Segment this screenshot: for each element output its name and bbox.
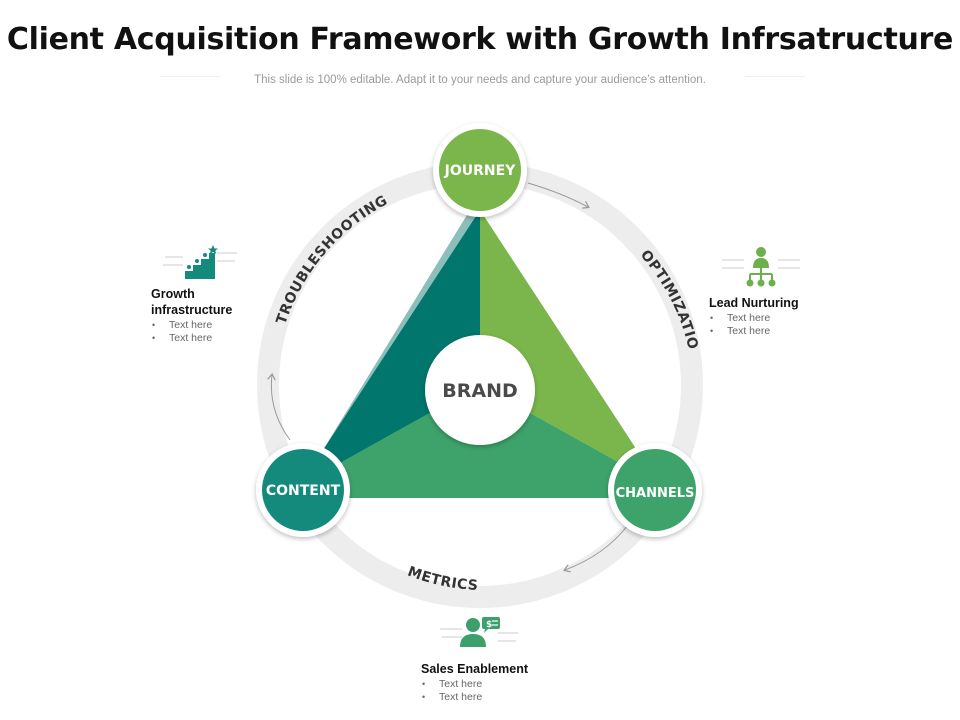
card-lead-nurturing: Lead Nurturing Text here Text here: [709, 295, 799, 338]
list-item: Text here: [709, 312, 799, 325]
list-item: Text here: [151, 332, 232, 345]
arrow-content-to-journey: [271, 375, 291, 441]
page-subtitle: This slide is 100% editable. Adapt it to…: [254, 74, 706, 86]
card-lead-list: Text here Text here: [709, 312, 799, 338]
card-sales-list: Text here Text here: [421, 678, 528, 704]
arrow-channels-to-content: [565, 524, 629, 570]
brand-circle: [425, 335, 535, 445]
arc-label-optimization: OPTIMIZATION: [0, 0, 701, 351]
node-content: CONTENT: [256, 443, 350, 537]
card-lead-title: Lead Nurturing: [709, 296, 799, 310]
node-content-label: CONTENT: [266, 483, 341, 499]
card-growth-list: Text here Text here: [151, 319, 232, 345]
salesperson-dollar-icon: $: [440, 617, 518, 647]
arc-label-troubleshooting: TROUBLESHOOTING: [274, 193, 391, 327]
subtitle-rules: [0, 76, 960, 90]
svg-text:$: $: [486, 620, 492, 630]
node-journey: JOURNEY: [433, 123, 527, 217]
list-item: Text here: [421, 678, 528, 691]
list-item: Text here: [709, 325, 799, 338]
card-sales-enablement: Sales Enablement Text here Text here: [421, 661, 528, 704]
growth-stairs-icon: [163, 245, 237, 279]
list-item: Text here: [151, 319, 232, 332]
list-item: Text here: [421, 691, 528, 704]
arrow-journey-to-channels: [527, 182, 588, 207]
node-channels-label: CHANNELS: [616, 486, 695, 501]
card-sales-title: Sales Enablement: [421, 662, 528, 676]
page-title: Client Acquisition Framework with Growth…: [6, 22, 954, 57]
card-growth-title-line2: infrastructure: [151, 303, 233, 317]
node-journey-label: JOURNEY: [444, 163, 517, 179]
brand-label: BRAND: [442, 380, 518, 402]
card-growth-infrastructure: Growth infrastructure Text here Text her…: [151, 286, 232, 345]
card-growth-title-line1: Growth: [151, 287, 195, 301]
org-hierarchy-icon: [722, 247, 800, 287]
node-channels: CHANNELS: [608, 443, 702, 537]
